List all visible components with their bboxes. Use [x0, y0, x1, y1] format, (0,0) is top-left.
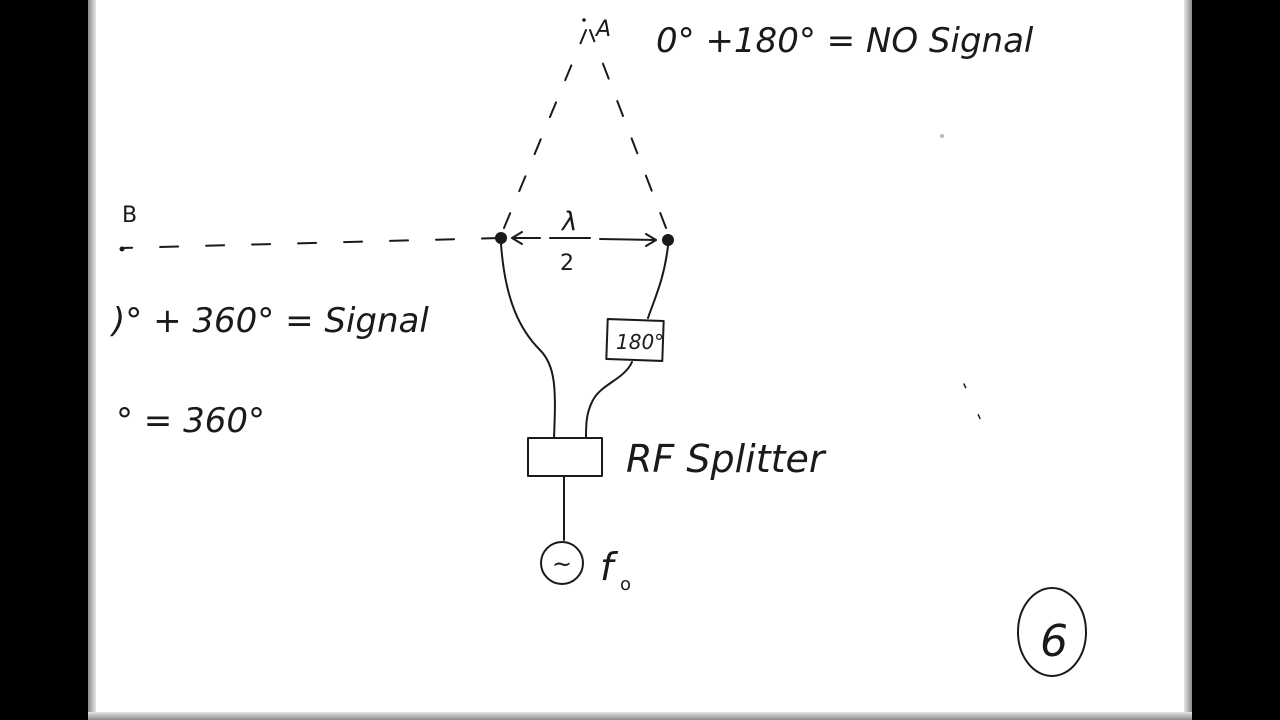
phase-shifter-box — [605, 318, 665, 362]
signal-source-symbol: ~ — [552, 550, 572, 578]
paper-edge-left — [88, 0, 96, 720]
point-a-dot — [582, 18, 586, 22]
path-a-right-dashed-line — [589, 29, 667, 229]
lambda-symbol: λ — [560, 207, 577, 237]
left-feed-cable — [500, 243, 556, 439]
right-feed-cable-upper — [647, 245, 669, 319]
signal-source-circle — [540, 541, 584, 585]
phase-shifter-label: 180° — [616, 330, 664, 354]
paper-speck — [940, 134, 944, 138]
point-b-dot — [119, 246, 125, 252]
point-a-label: A — [594, 17, 611, 42]
signal-note: )° + 360° = Signal — [109, 301, 429, 341]
lambda-divisor: 2 — [560, 251, 574, 276]
path-a-left-dashed-line — [503, 29, 587, 229]
right-feed-cable-lower — [585, 361, 633, 439]
frequency-subscript: o — [620, 574, 631, 595]
rf-splitter-box — [527, 437, 603, 477]
no-signal-note: 0° +180° = NO Signal — [656, 21, 1034, 61]
paper-edge-right — [1184, 0, 1192, 720]
right-antenna-dot — [662, 234, 674, 246]
spacing-left-arrowhead — [511, 231, 523, 245]
spacing-right-arrowhead — [645, 233, 657, 247]
point-b-label: B — [122, 203, 137, 228]
sum-note: ° = 360° — [116, 401, 265, 441]
paper-edge-bottom — [88, 712, 1192, 720]
rf-splitter-label: RF Splitter — [626, 437, 827, 481]
left-antenna-dot — [495, 232, 507, 244]
page-number: 6 — [1040, 616, 1068, 667]
page-number-circle — [1017, 587, 1087, 677]
spacing-right-arrow-line — [599, 238, 657, 241]
frequency-label: f — [600, 545, 619, 589]
pencil-speck-mark — [963, 383, 991, 441]
path-to-b-dashed-line — [121, 237, 501, 249]
